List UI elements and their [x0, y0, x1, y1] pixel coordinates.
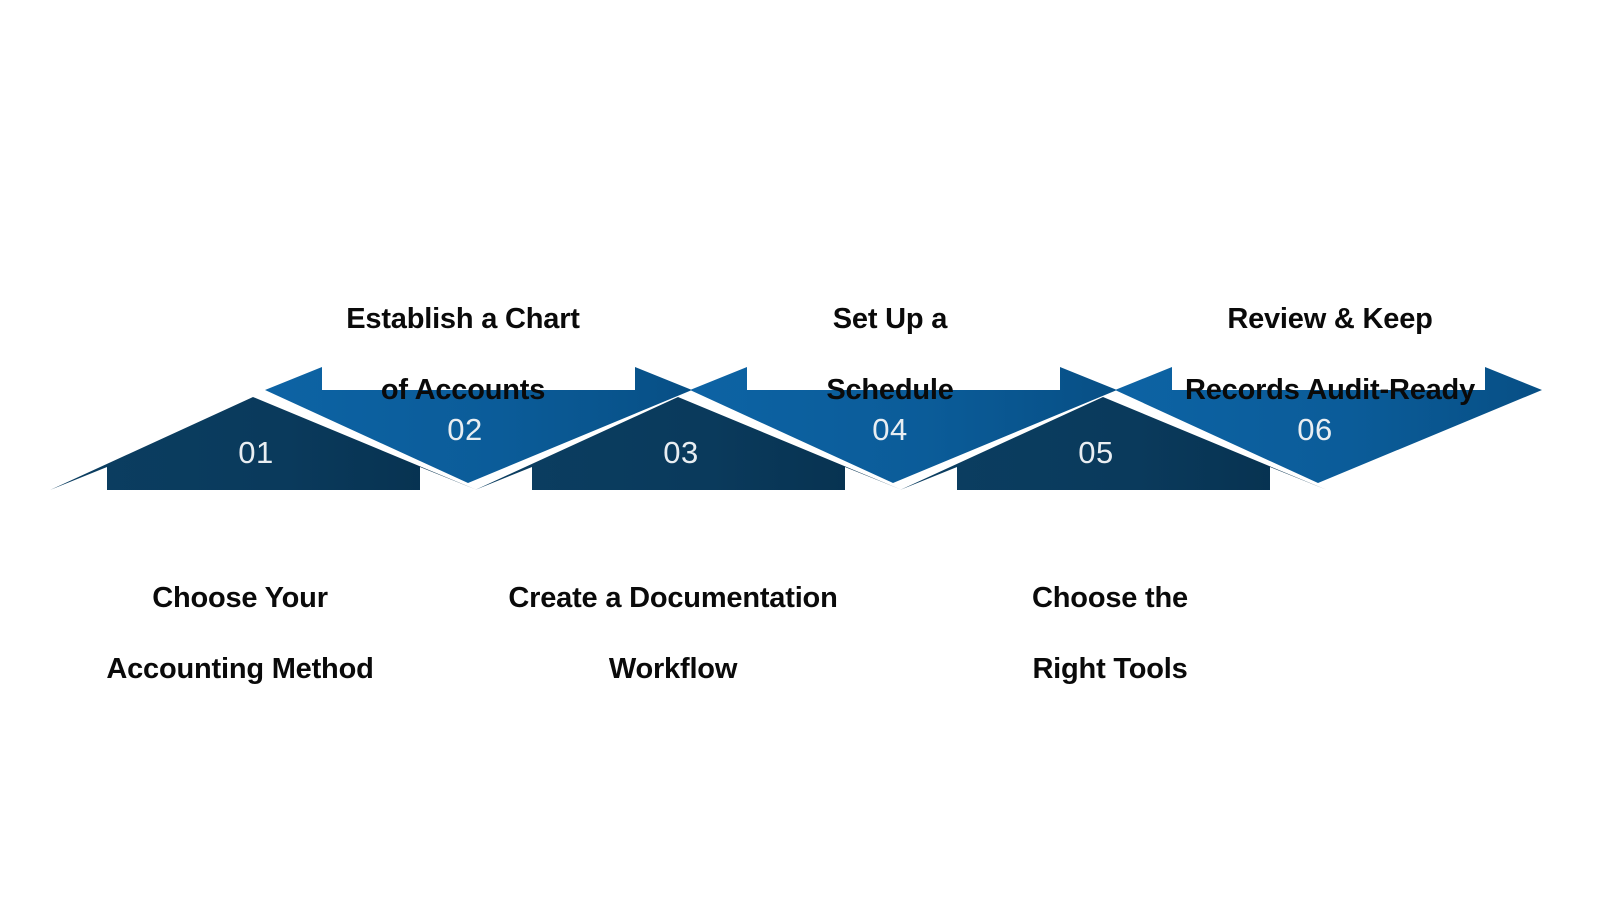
caption-step-05: Choose the Right Tools	[910, 545, 1310, 723]
arrow-step-03[interactable]: 03	[475, 397, 902, 490]
arrow-step-04-number: 04	[872, 412, 907, 447]
caption-step-03-line2: Workflow	[608, 652, 738, 685]
arrow-step-03-shape	[475, 397, 902, 490]
arrow-step-01-shape	[50, 397, 477, 490]
arrow-step-02[interactable]: 02	[265, 367, 692, 483]
caption-step-04-line2: Schedule	[826, 373, 954, 406]
arrow-step-02-shape	[265, 367, 692, 483]
arrow-step-06-shape	[1115, 367, 1542, 483]
arrow-step-06[interactable]: 06	[1115, 367, 1542, 483]
arrow-step-05[interactable]: 05	[900, 397, 1327, 490]
arrow-step-06-number: 06	[1297, 412, 1332, 447]
caption-step-03: Create a Documentation Workflow	[473, 545, 873, 723]
arrow-step-04-shape	[690, 367, 1117, 483]
caption-step-06: Review & Keep Records Audit-Ready	[1120, 266, 1540, 444]
arrow-step-01[interactable]: 01	[50, 397, 477, 490]
arrow-step-04[interactable]: 04	[690, 367, 1117, 483]
caption-step-01-line1: Choose Your	[152, 581, 328, 614]
caption-step-02-line1: Establish a Chart	[346, 302, 580, 335]
caption-step-06-line1: Review & Keep	[1227, 302, 1433, 335]
arrow-step-01-number: 01	[238, 435, 273, 470]
caption-step-02: Establish a Chart of Accounts	[263, 266, 663, 444]
arrow-step-03-number: 03	[663, 435, 698, 470]
caption-step-05-line2: Right Tools	[1032, 652, 1188, 685]
caption-step-03-line1: Create a Documentation	[508, 581, 838, 614]
caption-step-01: Choose Your Accounting Method	[40, 545, 440, 723]
arrow-step-05-number: 05	[1078, 435, 1113, 470]
caption-step-01-line2: Accounting Method	[106, 652, 374, 685]
caption-step-06-line2: Records Audit-Ready	[1184, 373, 1475, 406]
caption-step-04: Set Up a Schedule	[690, 266, 1090, 444]
caption-step-02-line2: of Accounts	[380, 373, 546, 406]
caption-step-05-line1: Choose the	[1032, 581, 1188, 614]
arrow-step-02-number: 02	[447, 412, 482, 447]
arrow-step-05-shape	[900, 397, 1327, 490]
caption-step-04-line1: Set Up a	[832, 302, 948, 335]
